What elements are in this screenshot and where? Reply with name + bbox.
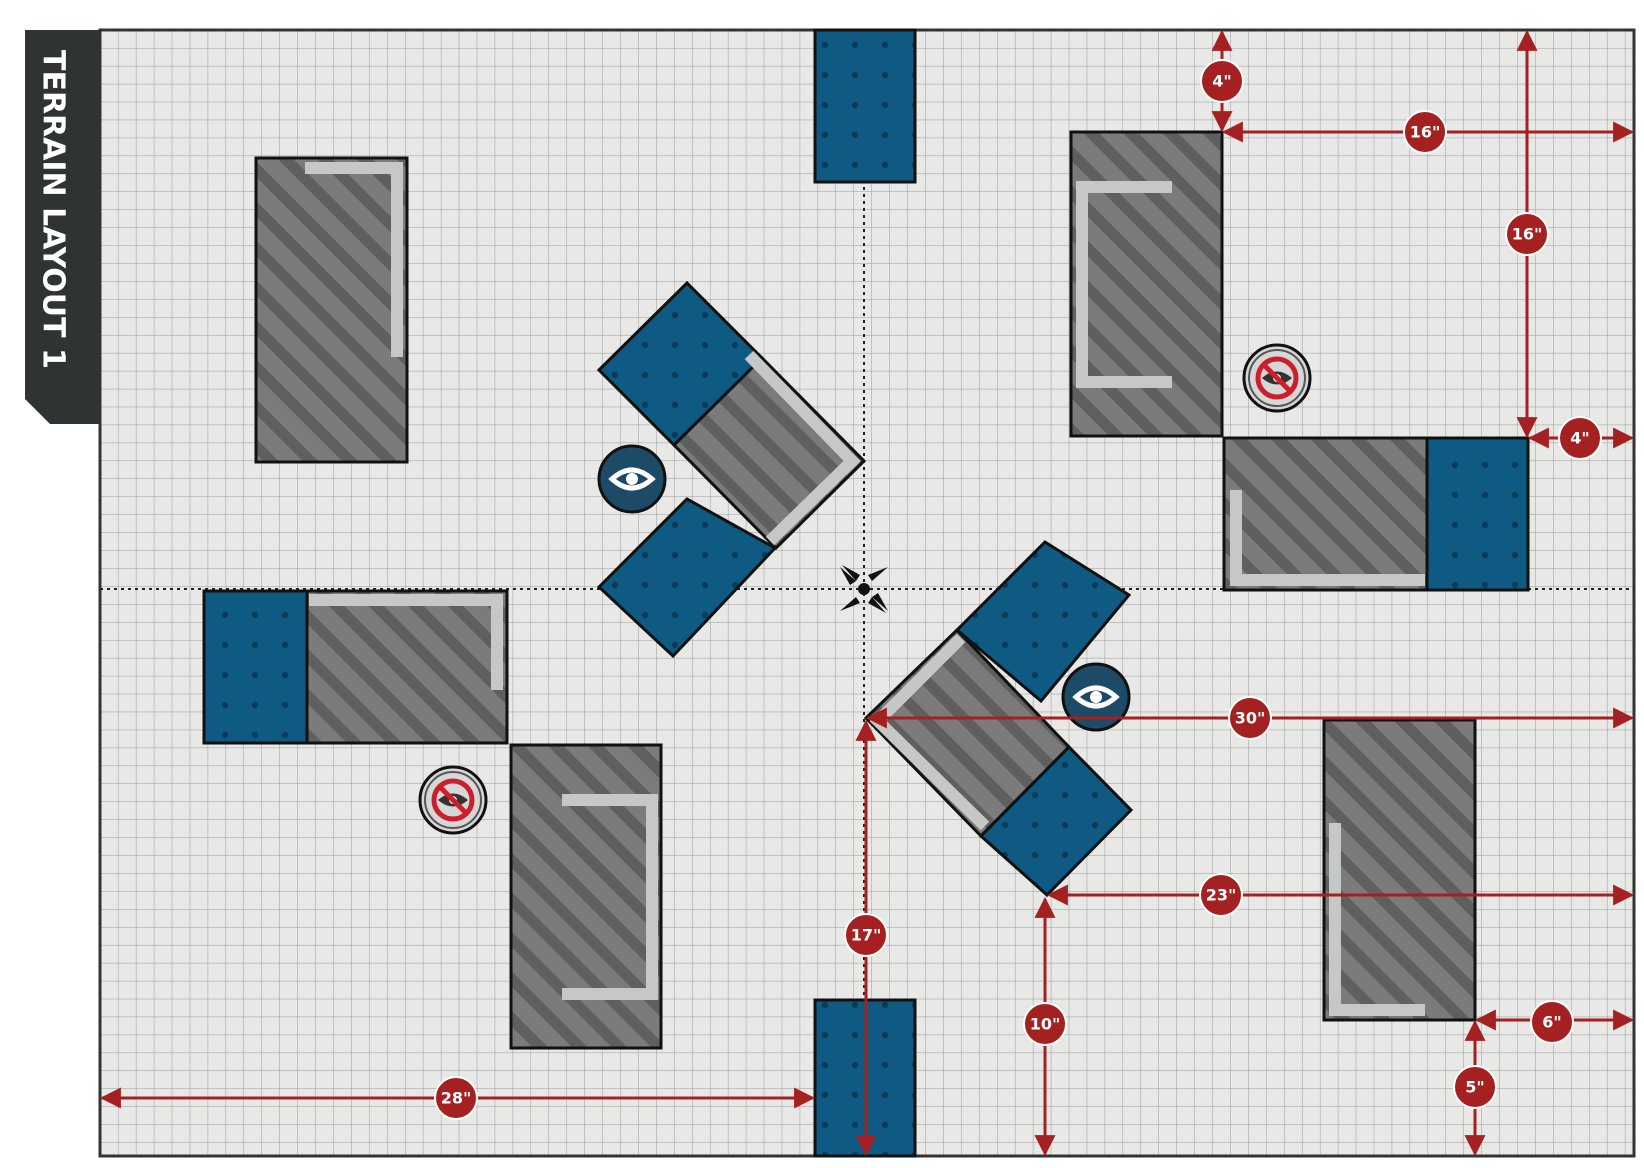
ruin-top-right (1069, 130, 1224, 438)
svg-text:16": 16" (1512, 225, 1543, 244)
ruin-diagonal-upper (596, 280, 867, 659)
measurement-badge: 28" (434, 1076, 478, 1120)
measurement-badge: 4" (1200, 59, 1244, 103)
svg-text:16": 16" (1410, 123, 1441, 142)
measurement-badge: 23" (1199, 873, 1243, 917)
page-title: TERRAIN LAYOUT 1 (36, 50, 71, 369)
measurement-badge: 30" (1228, 696, 1272, 740)
svg-text:10": 10" (1030, 1015, 1061, 1034)
measurement-badge: 5" (1453, 1065, 1497, 1109)
measurement-badge: 6" (1530, 1000, 1574, 1044)
ruin-top-left (254, 156, 409, 464)
measurement-badge: 17" (844, 913, 888, 957)
title-tab: TERRAIN LAYOUT 1 (25, 30, 100, 424)
svg-text:6": 6" (1542, 1013, 1561, 1032)
ruin-bottom-left (509, 743, 663, 1050)
ruin-bottom-right (1322, 718, 1477, 1022)
eye-icon (1061, 662, 1131, 732)
measurement-badge: 16" (1403, 110, 1447, 154)
eye-icon (597, 444, 667, 514)
eye-slash-icon (418, 765, 488, 835)
svg-text:28": 28" (441, 1089, 472, 1108)
svg-text:4": 4" (1570, 429, 1589, 448)
svg-text:30": 30" (1235, 709, 1266, 728)
ruin-right-middle (1222, 436, 1530, 592)
measurement-badge: 10" (1023, 1002, 1067, 1046)
svg-text:4": 4" (1212, 72, 1231, 91)
eye-slash-icon (1242, 343, 1312, 413)
measurement-badge: 16" (1505, 212, 1549, 256)
svg-text:23": 23" (1206, 886, 1237, 905)
svg-text:17": 17" (851, 926, 882, 945)
blue-zone-top (813, 28, 917, 184)
ruin-diagonal-lower (863, 540, 1134, 898)
svg-text:5": 5" (1465, 1078, 1484, 1097)
ruin-left-middle (202, 589, 509, 745)
measurement-badge: 4" (1558, 416, 1602, 460)
crosshair-icon (840, 565, 888, 613)
